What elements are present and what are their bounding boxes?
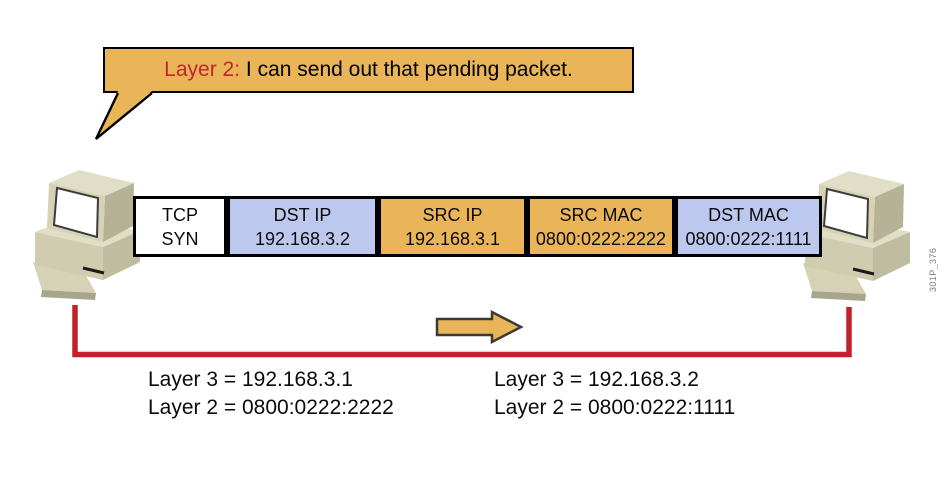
packet-field-dst-ip: DST IP 192.168.3.2 [227,196,378,257]
speech-bubble-prefix: Layer 2: [164,58,241,81]
packet-field-label: SRC IP [422,204,483,225]
left-host-address-labels: Layer 3 = 192.168.3.1 Layer 2 = 0800:022… [148,366,394,422]
packet-field-dst-mac: DST MAC 0800:0222:1111 [675,196,822,257]
right-arrow-icon [435,309,524,345]
packet-field-label: DST MAC [708,204,789,225]
speech-bubble-tail [94,91,153,140]
speech-bubble-text: I can send out that pending packet. [245,58,573,81]
left-host-layer3-label: Layer 3 = 192.168.3.1 [148,368,353,391]
packet-field-label: SRC MAC [559,204,643,225]
packet-field-label: TCP [162,204,198,225]
packet-field-tcp: TCP SYN [133,196,227,257]
packet-frame: TCP SYN DST IP 192.168.3.2 SRC IP 192.16… [133,196,822,257]
packet-field-value: 192.168.3.2 [254,228,351,249]
packet-field-label: DST IP [273,204,332,225]
figure-id-caption: 301P_376 [928,247,938,292]
right-host-address-labels: Layer 3 = 192.168.3.2 Layer 2 = 0800:022… [494,366,735,422]
packet-field-value: 192.168.3.1 [404,228,501,249]
packet-field-src-mac: SRC MAC 0800:0222:2222 [527,196,675,257]
speech-bubble: Layer 2: I can send out that pending pac… [103,47,634,93]
right-host-layer3-label: Layer 3 = 192.168.3.2 [494,368,699,391]
packet-field-value: 0800:0222:2222 [535,228,667,249]
packet-field-value: SYN [161,228,199,249]
right-host-layer2-label: Layer 2 = 0800:0222:1111 [494,396,736,419]
packet-field-value: 0800:0222:1111 [685,228,812,249]
left-host-layer2-label: Layer 2 = 0800:0222:2222 [148,396,394,419]
packet-field-src-ip: SRC IP 192.168.3.1 [378,196,527,257]
